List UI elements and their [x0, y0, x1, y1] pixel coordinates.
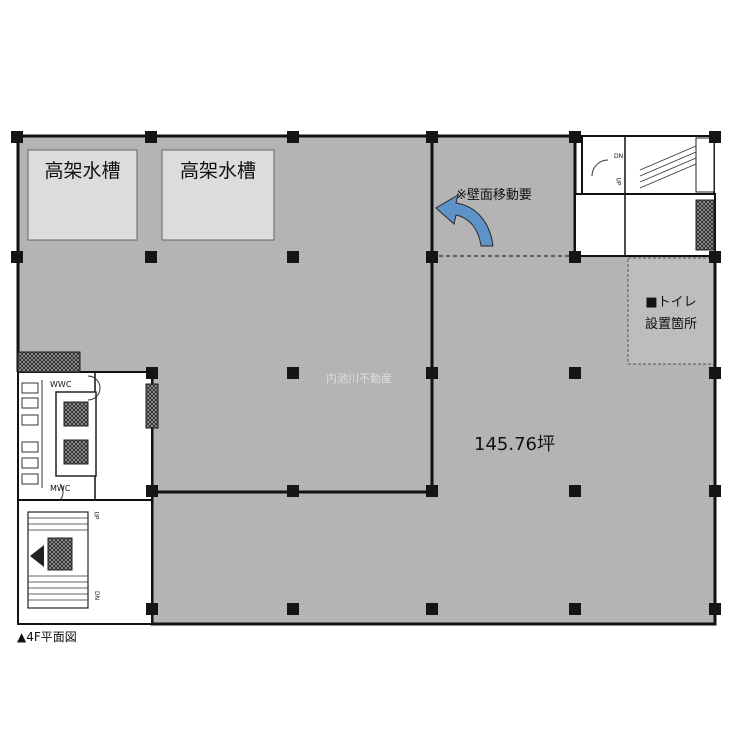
plan-caption: ▲4F平面図 — [17, 630, 77, 644]
floor-area — [18, 136, 715, 624]
right-stair-up: UP — [614, 177, 622, 186]
men-restroom-label: MWC — [50, 484, 71, 493]
left-stair — [27, 511, 89, 609]
area-label: 145.76坪 — [474, 434, 555, 455]
wall-move-note: ※壁面移動要 — [456, 188, 532, 203]
right-stair-down: DN — [614, 153, 624, 160]
wall-move-arrow — [435, 193, 494, 247]
right-core — [574, 135, 716, 257]
watermark: 内池川不動産 — [326, 372, 392, 385]
toilet-note-line2: 設置箇所 — [644, 317, 697, 332]
toilet-note-line1: ■トイレ — [645, 295, 697, 310]
left-stair-down: DN — [93, 590, 101, 601]
women-restroom-label: WWC — [50, 380, 72, 389]
left-stair-up: UP — [92, 511, 100, 520]
water-tank-2 — [161, 149, 275, 241]
water-tank-1-label: 高架水槽 — [44, 160, 121, 182]
water-tank-1 — [27, 149, 138, 241]
toilet-zone — [627, 257, 715, 365]
water-tank-2-label: 高架水槽 — [179, 160, 256, 182]
columns — [11, 131, 721, 615]
